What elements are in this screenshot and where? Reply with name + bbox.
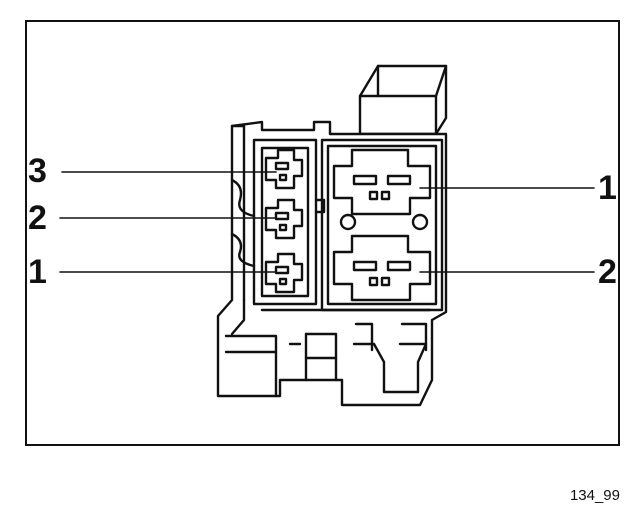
callout-right-1: 1 bbox=[598, 169, 617, 207]
figure-id-label: 134_99 bbox=[569, 487, 620, 504]
small-socket-2 bbox=[264, 198, 304, 240]
large-socket-1 bbox=[332, 148, 432, 216]
base-details bbox=[224, 308, 432, 398]
mounting-hole-right bbox=[411, 213, 429, 231]
callout-left-2: 2 bbox=[28, 199, 47, 237]
left-bulge-lower bbox=[230, 232, 256, 268]
callout-left-1: 1 bbox=[28, 253, 47, 291]
small-socket-1 bbox=[264, 252, 304, 294]
large-socket-2 bbox=[332, 234, 432, 302]
callout-right-2: 2 bbox=[598, 253, 617, 291]
top-tab bbox=[358, 64, 448, 136]
left-bulge-upper bbox=[230, 178, 256, 218]
small-socket-3 bbox=[264, 148, 304, 190]
callout-left-3: 3 bbox=[28, 152, 47, 190]
large-socket-frame bbox=[320, 138, 444, 312]
leader-lines bbox=[59, 171, 595, 273]
mounting-hole-left bbox=[339, 213, 357, 231]
small-socket-column bbox=[252, 138, 326, 306]
